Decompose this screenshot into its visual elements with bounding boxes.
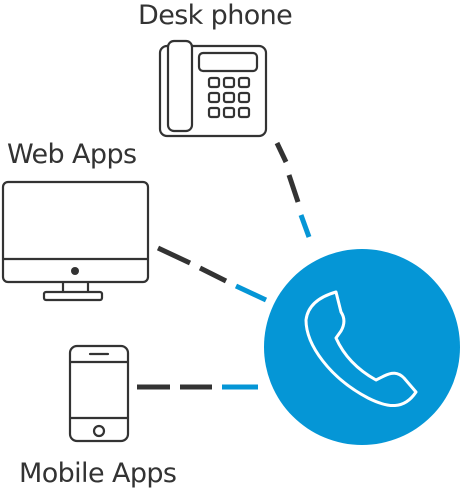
- mobile-apps-label: Mobile Apps: [19, 458, 177, 489]
- hub: [264, 249, 460, 445]
- connector-dash: [198, 265, 228, 284]
- web-apps-label: Web Apps: [7, 139, 137, 170]
- phone-handset-icon: [304, 290, 418, 407]
- connector-dash-accent: [298, 214, 312, 238]
- connector-dash: [274, 141, 289, 164]
- connector-dash: [156, 245, 192, 266]
- desk-phone-label: Desk phone: [138, 0, 293, 31]
- desk-phone-icon: [158, 39, 268, 138]
- connector-web-apps: [156, 245, 268, 303]
- keypad: [207, 76, 251, 119]
- connector-desk-phone: [274, 141, 312, 238]
- smartphone-icon: [68, 344, 130, 443]
- hub-circle: [264, 249, 460, 445]
- monitor-icon: [1, 180, 150, 302]
- connector-dash-accent: [234, 283, 268, 303]
- connector-dash: [286, 174, 301, 203]
